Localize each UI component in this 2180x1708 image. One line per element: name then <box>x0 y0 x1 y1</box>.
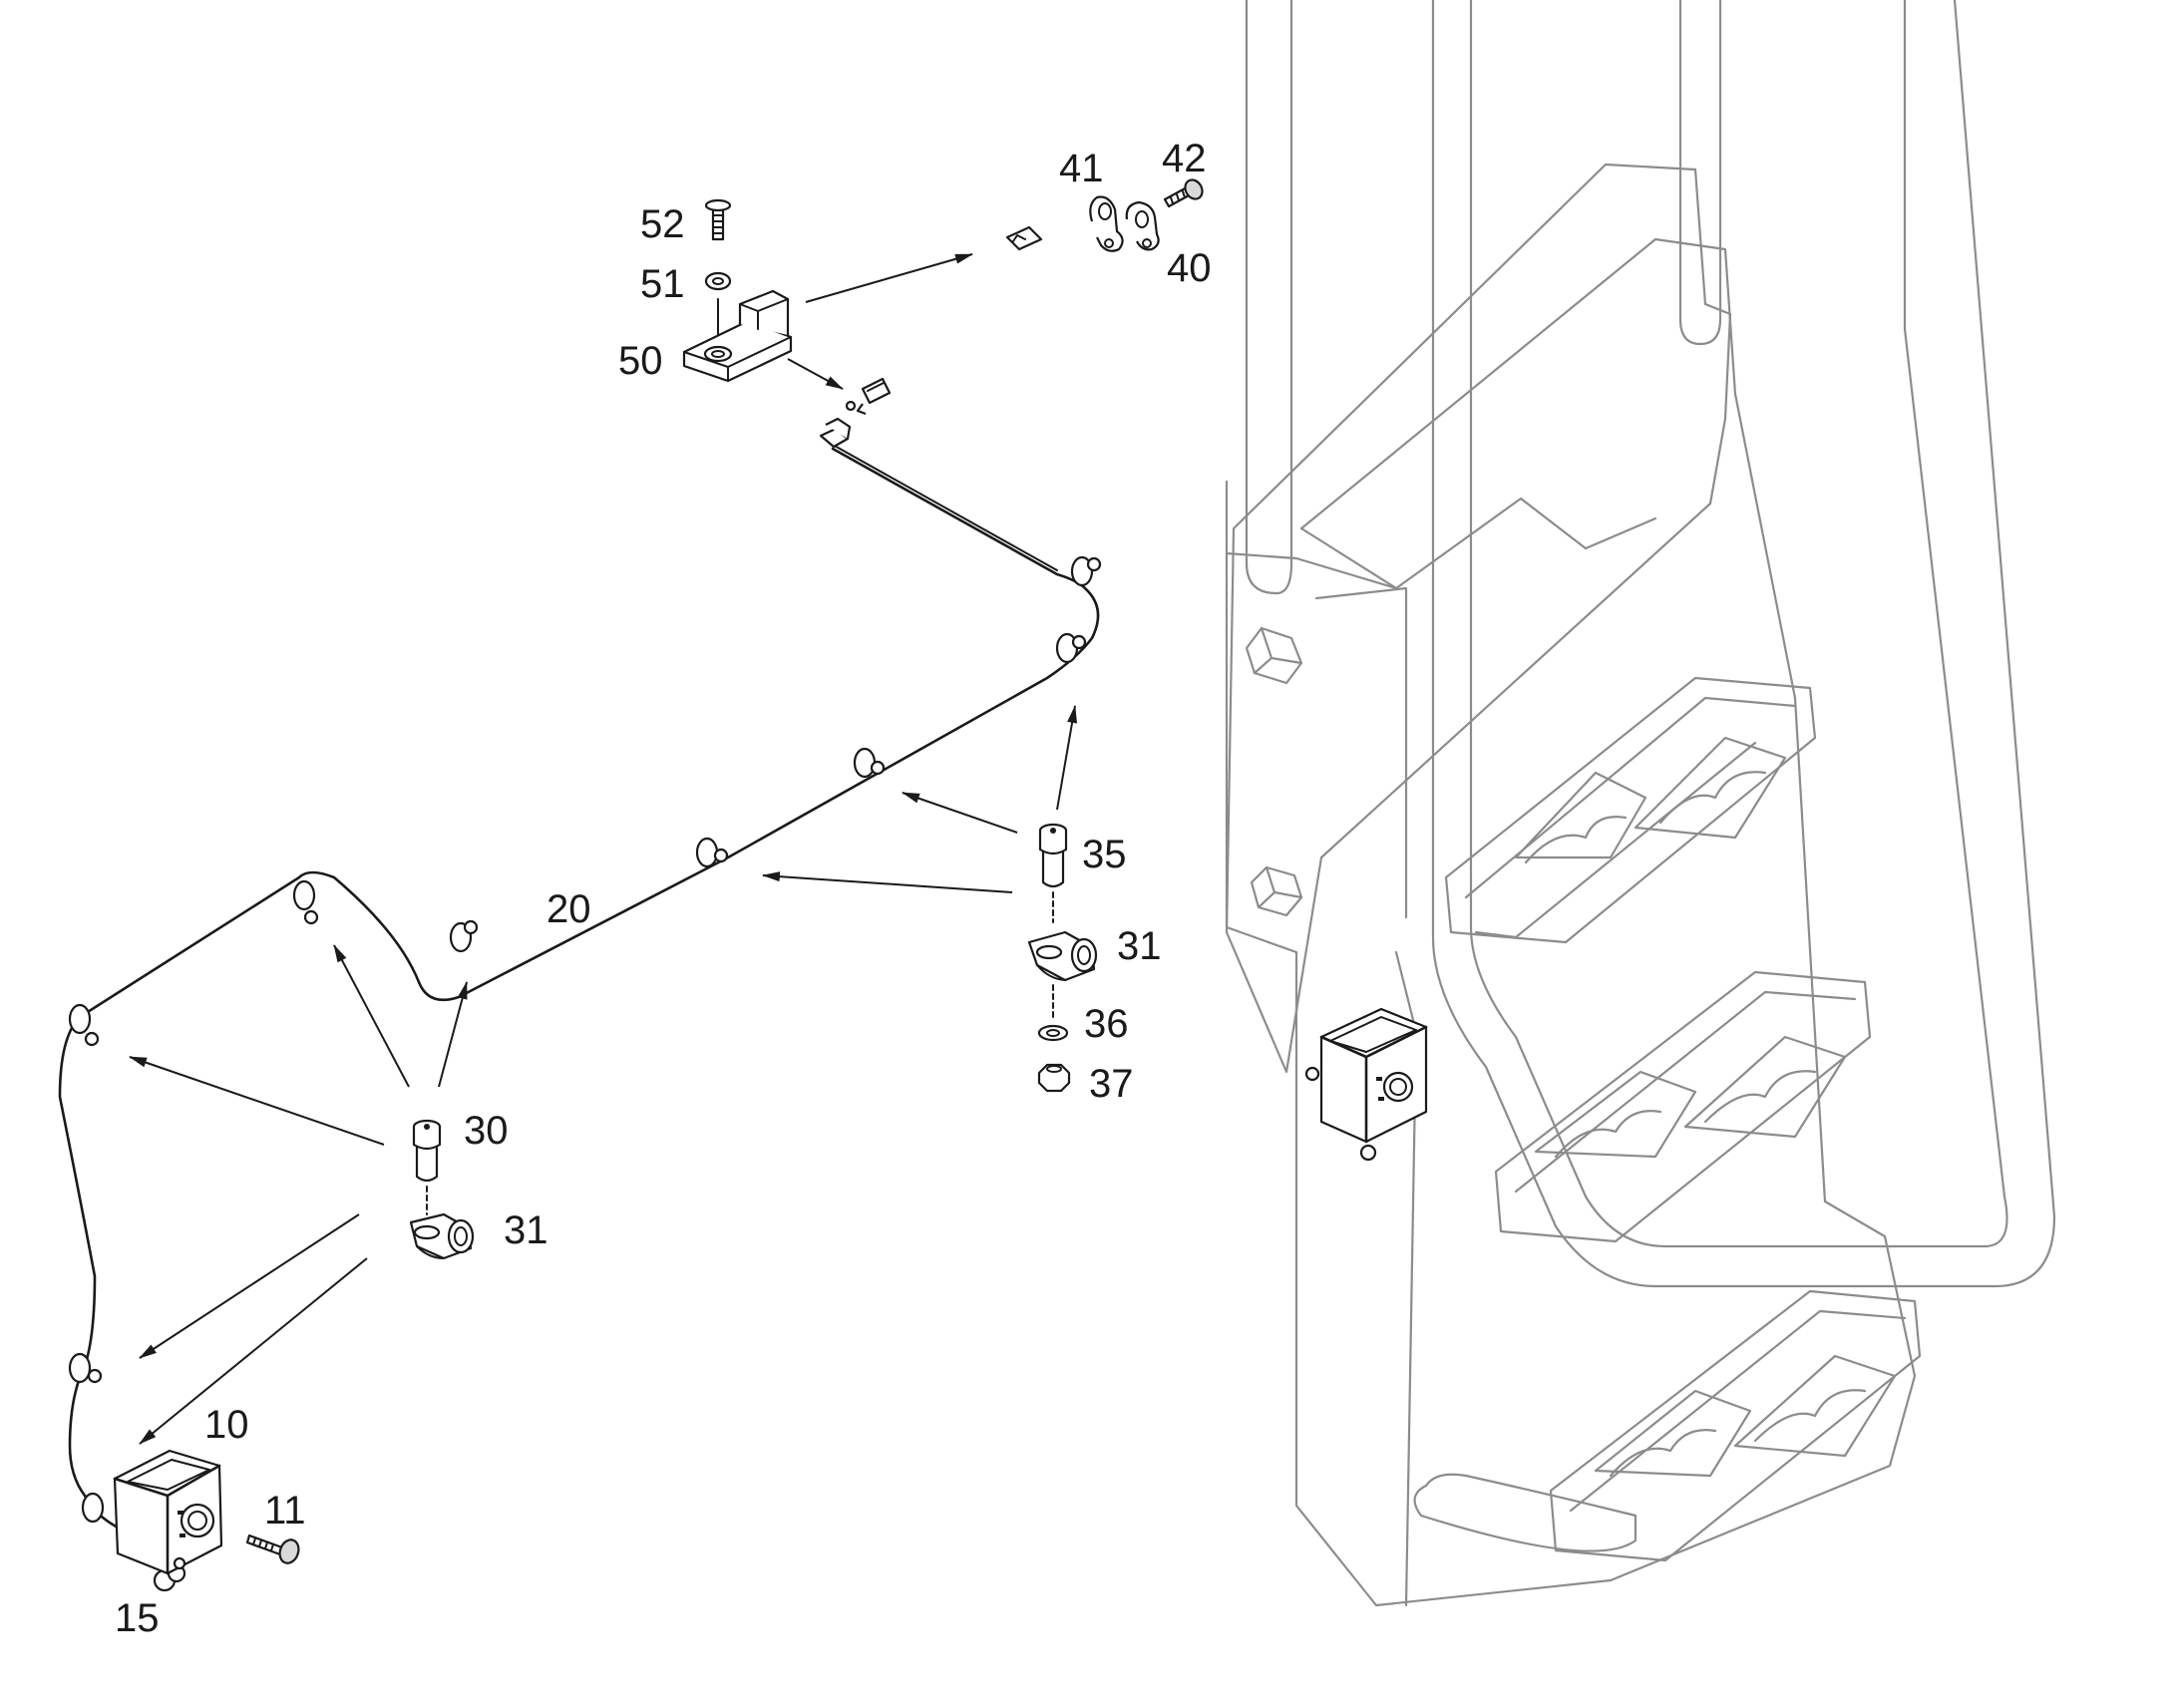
mount-block-50 <box>682 289 793 383</box>
clamp-31-right <box>1027 930 1098 1018</box>
mounted-switch-box <box>1304 1007 1428 1162</box>
callout-40: 40 <box>1167 246 1212 290</box>
screw-11 <box>245 1534 300 1564</box>
ladder-mount-bolts <box>1245 626 1303 917</box>
clamp-31-left <box>409 1212 475 1260</box>
clamp-40 <box>1125 200 1160 251</box>
ladder-step-bottom <box>1549 1289 1922 1562</box>
callout-41: 41 <box>1059 147 1104 190</box>
callout-31-right: 31 <box>1117 924 1162 968</box>
screw-42 <box>1163 178 1204 208</box>
ladder-step-middle <box>1494 970 1872 1243</box>
screw-30 <box>412 1119 442 1215</box>
callout-52: 52 <box>640 202 685 246</box>
leader-arrows <box>129 253 1078 1445</box>
callout-10: 10 <box>204 1403 249 1447</box>
callout-15: 15 <box>115 1596 160 1640</box>
cable-clamps <box>68 555 1102 1524</box>
clamp-41 <box>1089 195 1124 252</box>
callout-30: 30 <box>464 1109 509 1153</box>
screw-52 <box>704 198 732 241</box>
ladder-step-top <box>1444 676 1817 944</box>
ladder-assembly <box>1225 0 2056 1607</box>
connector-pieces <box>845 377 892 416</box>
callout-11: 11 <box>264 1489 306 1533</box>
callout-36: 36 <box>1084 1002 1129 1046</box>
switch-box <box>113 1449 223 1575</box>
callout-31-left: 31 <box>504 1208 548 1252</box>
callout-51: 51 <box>640 262 685 306</box>
callout-37: 37 <box>1089 1062 1134 1106</box>
cable-harness <box>58 417 1102 1592</box>
nut-37 <box>1037 1063 1071 1093</box>
callout-20: 20 <box>546 887 591 931</box>
washer-36 <box>1037 1024 1069 1042</box>
callout-50: 50 <box>618 339 663 383</box>
clip-piece <box>1005 225 1043 251</box>
screw-35 <box>1038 823 1068 923</box>
callout-35: 35 <box>1082 833 1127 876</box>
callout-labels: 10 11 15 20 30 31 31 35 36 37 40 41 42 5… <box>115 137 1212 1640</box>
callout-42: 42 <box>1162 137 1207 180</box>
